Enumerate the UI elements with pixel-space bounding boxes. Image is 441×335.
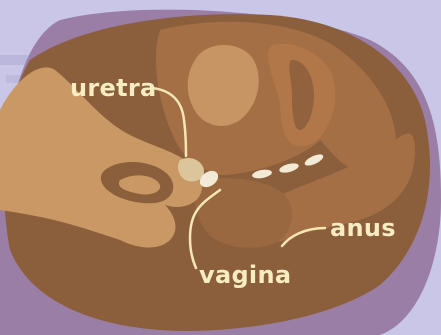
label-vagina: vagina (199, 261, 291, 289)
label-anus: anus (330, 214, 396, 242)
label-uretra: uretra (70, 74, 157, 102)
